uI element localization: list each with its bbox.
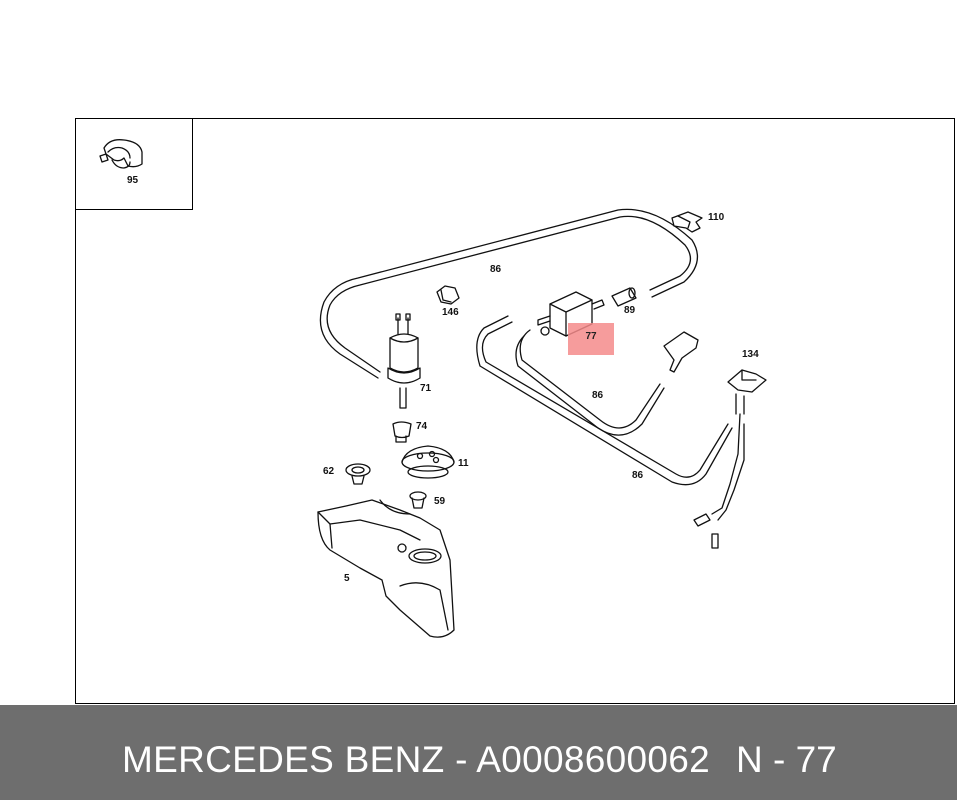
callout-86-lower: 86 — [632, 470, 644, 481]
grommet-part-74[interactable] — [392, 421, 412, 443]
callout-77: 77 — [585, 331, 597, 342]
parts-drawing — [99, 139, 767, 638]
callout-71: 71 — [420, 383, 432, 394]
callout-110: 110 — [708, 212, 725, 223]
callout-95: 95 — [127, 175, 139, 186]
callout-62: 62 — [323, 466, 335, 477]
diagram-frame — [75, 118, 955, 704]
callout-5: 5 — [344, 573, 350, 584]
footer-code: N - 77 — [736, 739, 837, 780]
hose-86-lower[interactable] — [476, 315, 733, 486]
clip-part-146[interactable] — [436, 285, 460, 305]
inset-box — [75, 118, 193, 210]
cap-part-11[interactable] — [401, 445, 455, 479]
callout-86-upper: 86 — [490, 264, 502, 275]
reservoir-tank-part-5[interactable] — [317, 499, 455, 638]
callout-74: 74 — [416, 421, 428, 432]
clip-part-110[interactable] — [671, 211, 703, 233]
strainer-part-59[interactable] — [409, 491, 427, 509]
highlight-77 — [568, 323, 614, 355]
footer-title: MERCEDES BENZ - A0008600062 — [122, 739, 711, 780]
seal-part-62[interactable] — [345, 463, 371, 485]
callout-59: 59 — [434, 496, 446, 507]
callout-146: 146 — [442, 307, 459, 318]
callout-11: 11 — [458, 458, 469, 469]
callout-86-middle: 86 — [592, 390, 604, 401]
filter-part-71[interactable] — [387, 313, 421, 409]
hose-86-upper[interactable] — [319, 208, 699, 379]
callout-134: 134 — [742, 349, 759, 360]
nozzle-bracket[interactable] — [663, 331, 699, 373]
nozzle-part-134[interactable] — [693, 369, 767, 549]
footer-bar: MERCEDES BENZ - A0008600062 N - 77 — [0, 705, 957, 800]
callout-89: 89 — [624, 305, 636, 316]
connector-part-89[interactable] — [611, 287, 637, 307]
clip-part-95[interactable] — [99, 139, 143, 169]
